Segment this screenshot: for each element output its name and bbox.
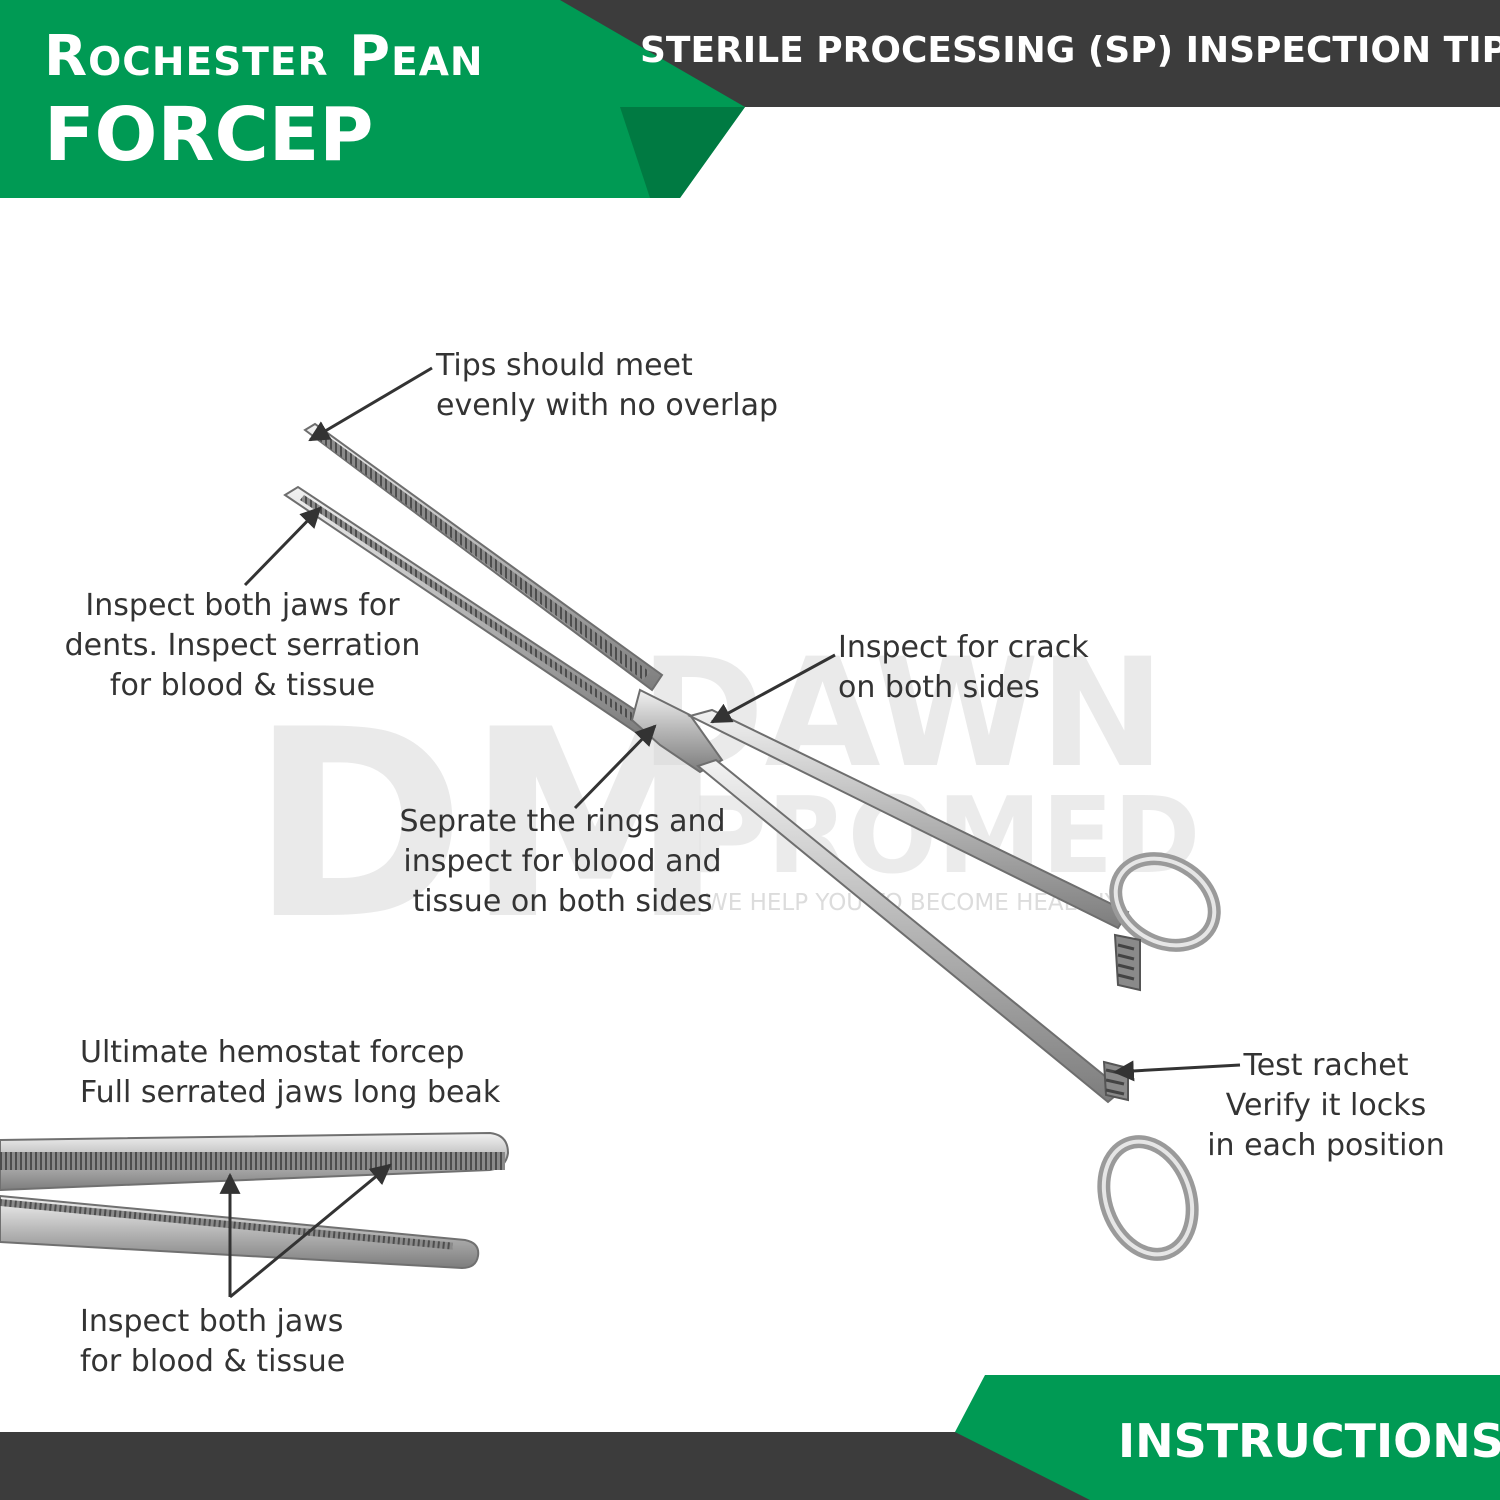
- annotation-crack-line1: Inspect for crack: [838, 630, 1089, 665]
- annotation-rachet-line3: in each position: [1207, 1128, 1445, 1163]
- closeup-lower-serration: [0, 1199, 453, 1250]
- arrow-icon-rachet: [1112, 1060, 1241, 1082]
- annotation-rings: Seprate the rings and inspect for blood …: [385, 802, 740, 922]
- arrow-icon-crack: [710, 653, 836, 724]
- arrow-icon-jaws: [243, 506, 322, 587]
- annotation-rings-line3: tissue on both sides: [412, 884, 713, 919]
- annotation-rachet: Test rachet Verify it locks in each posi…: [1195, 1046, 1457, 1166]
- box-joint: [630, 688, 724, 774]
- annotation-rachet-line2: Verify it locks: [1225, 1088, 1427, 1123]
- annotation-rings-line1: Seprate the rings and: [399, 804, 726, 839]
- page-title: FORCEP: [44, 92, 374, 178]
- title-line1: Rochester Pean: [44, 24, 484, 89]
- arrow-icon-tips: [308, 366, 433, 442]
- jaw-closeup-illustration: [0, 1131, 510, 1270]
- annotation-bottom-jaws: Inspect both jaws for blood & tissue: [80, 1302, 345, 1382]
- annotation-rings-line2: inspect for blood and: [403, 844, 722, 879]
- annotation-tips-line1: Tips should meet: [436, 348, 693, 383]
- annotation-ultimate-line2: Full serrated jaws long beak: [80, 1075, 501, 1110]
- annotation-tips-line2: evenly with no overlap: [436, 388, 779, 423]
- annotation-tips: Tips should meet evenly with no overlap: [436, 346, 778, 426]
- upper-shank: [687, 708, 1130, 930]
- header-green-shadow: [620, 107, 745, 198]
- annotation-jaws-line1: Inspect both jaws for: [85, 588, 400, 623]
- lower-jaw-serration: [300, 495, 640, 724]
- upper-jaw-serration: [316, 432, 650, 680]
- arrow-icon-rings: [573, 724, 657, 810]
- annotation-crack-line2: on both sides: [838, 670, 1040, 705]
- footer-green-panel: [955, 1375, 1500, 1500]
- annotation-jaws: Inspect both jaws for dents. Inspect ser…: [40, 586, 445, 706]
- header-green-panel: [0, 0, 745, 198]
- forceps-illustration: [283, 422, 1221, 1261]
- annotation-jaws-line3: for blood & tissue: [109, 668, 376, 703]
- arrow-icon-bottom-right: [229, 1163, 392, 1299]
- closeup-upper-serration: [0, 1152, 505, 1170]
- upper-ratchet: [1113, 933, 1141, 992]
- annotation-bottom-jaws-line1: Inspect both jaws: [80, 1304, 344, 1339]
- footer-label: INSTRUCTIONS: [1118, 1414, 1500, 1468]
- annotation-crack: Inspect for crack on both sides: [838, 628, 1089, 708]
- annotation-bottom-jaws-line2: for blood & tissue: [80, 1344, 346, 1379]
- header-dark-bar: [540, 0, 1500, 107]
- annotation-rachet-line1: Test rachet: [1243, 1048, 1409, 1083]
- annotation-jaws-line2: dents. Inspect serration: [64, 628, 421, 663]
- header-tagline: STERILE PROCESSING (SP) INSPECTION TIPS: [640, 30, 1500, 71]
- annotation-ultimate-line1: Ultimate hemostat forcep: [80, 1035, 465, 1070]
- annotation-ultimate: Ultimate hemostat forcep Full serrated j…: [80, 1033, 500, 1113]
